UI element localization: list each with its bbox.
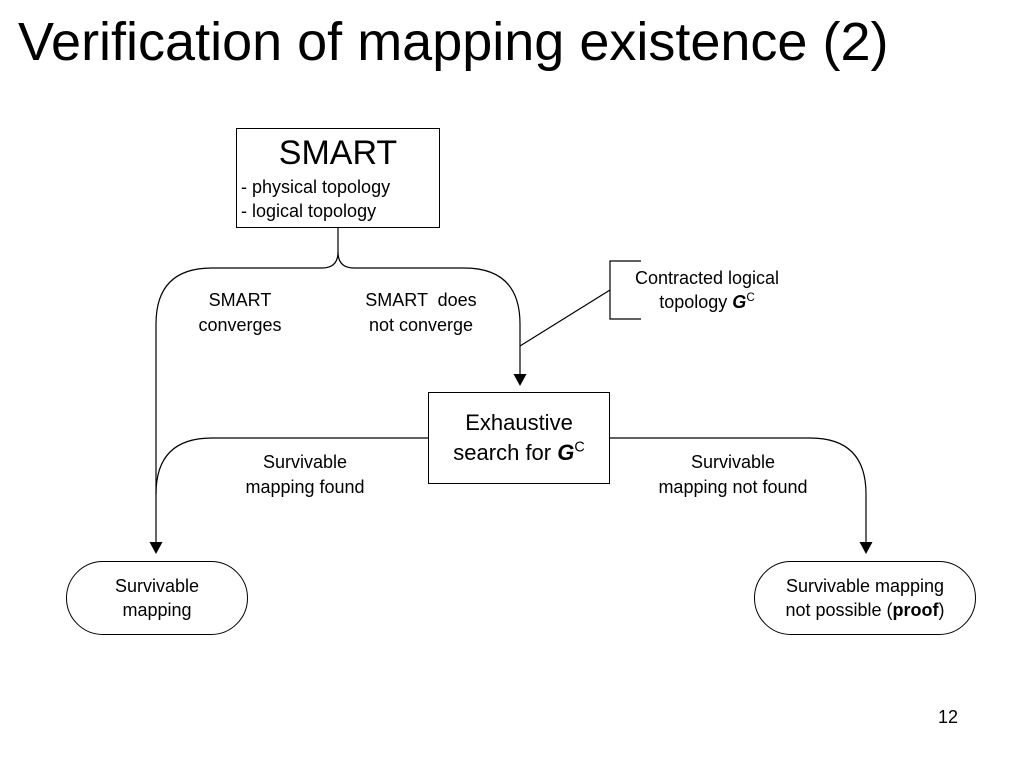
callout-gc-superscript: C	[746, 290, 755, 304]
exhaustive-search-node: Exhaustive search for GC	[428, 392, 610, 484]
search-line-2: search for GC	[453, 439, 585, 465]
label-smart-not-converge: SMART does not converge	[365, 290, 477, 335]
gc-symbol: G	[557, 440, 575, 465]
label-mapping-found: Survivable mapping found	[245, 452, 365, 497]
smart-input-logical: - logical topology	[241, 201, 377, 221]
smart-node: SMART - physical topology - logical topo…	[236, 128, 440, 228]
connector-search-to-mapping	[155, 437, 428, 495]
survivable-mapping-node: Survivable mapping	[66, 561, 248, 635]
callout-pointer	[519, 289, 611, 347]
mapping-not-possible-node: Survivable mapping not possible (proof)	[754, 561, 976, 635]
connector-search-to-no-mapping	[610, 437, 873, 554]
search-line-1: Exhaustive	[465, 410, 573, 435]
gc-superscript: C	[574, 439, 585, 456]
smart-node-title: SMART	[278, 134, 398, 172]
connector-smart-trunk	[149, 228, 339, 554]
label-mapping-not-found: Survivable mapping not found	[658, 452, 808, 497]
callout-gc-symbol: G	[732, 292, 747, 312]
connector-smart-to-search	[337, 251, 527, 386]
label-smart-converges: SMART converges	[198, 290, 282, 335]
smart-input-physical: - physical topology	[241, 177, 391, 197]
slide-title: Verification of mapping existence (2)	[18, 12, 889, 72]
proof-label: proof	[892, 600, 939, 620]
callout-contracted-topology: Contracted logical topology GC	[634, 268, 780, 312]
page-number: 12	[938, 707, 959, 727]
